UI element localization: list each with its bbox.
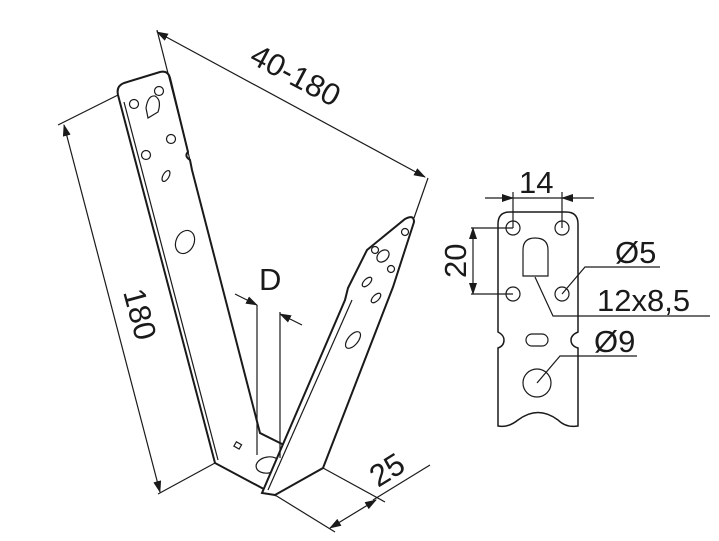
- slot-label: 12x8,5: [597, 283, 690, 318]
- large-hole-label: Ø9: [594, 324, 635, 359]
- width-label: 25: [363, 446, 411, 494]
- span-label: 40-180: [245, 37, 347, 113]
- d-label: D: [259, 262, 281, 297]
- hole-spacing-v-label: 20: [438, 244, 473, 278]
- height-label: 180: [116, 285, 163, 344]
- front-view: 14 20 Ø5 12x8,5 Ø9: [438, 165, 710, 428]
- right-strap: [260, 216, 416, 497]
- small-hole-label: Ø5: [615, 235, 656, 270]
- dimension-d: D: [234, 262, 303, 458]
- hole-spacing-h-label: 14: [519, 165, 553, 200]
